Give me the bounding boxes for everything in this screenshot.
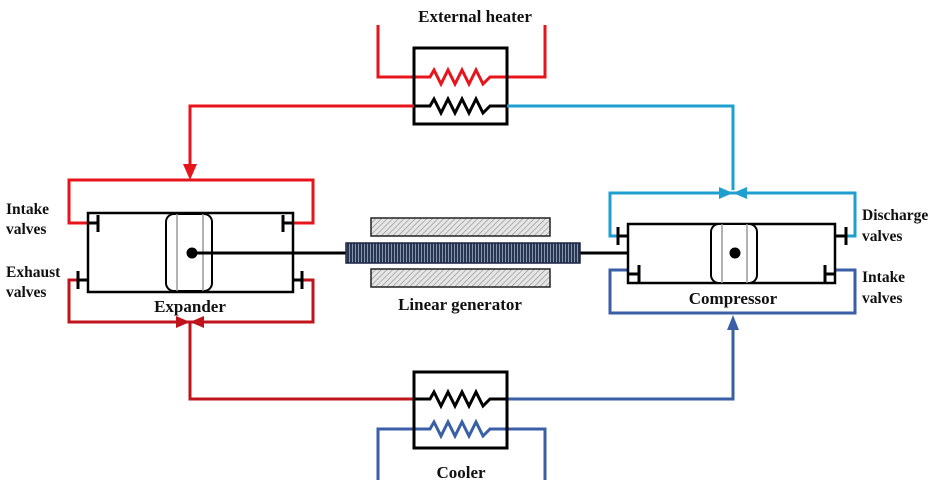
compressor-intake-valve-right: [823, 265, 835, 282]
heater-box: [412, 46, 509, 126]
compressor-discharge-valve-right: [835, 227, 848, 245]
expander-label: Expander: [154, 297, 226, 316]
compressor-intake-label-1: Intake: [862, 269, 905, 286]
expander-exhaust-valve-left: [76, 271, 88, 289]
cooler-working-coil: [414, 388, 507, 410]
compressor-discharge-valve-left: [616, 227, 628, 245]
expander-intake-valve-right: [281, 215, 293, 232]
cooler-box: [412, 370, 509, 450]
compressor-rod-joint: [729, 247, 741, 259]
arrow-up-icon: [727, 315, 739, 330]
expander-intake-valve-left: [88, 215, 100, 232]
arrow-left-icon: [190, 316, 204, 328]
heater-source-line: [376, 25, 547, 88]
compressor: Compressor: [608, 187, 857, 315]
expander-exhaust-valve-right: [293, 271, 304, 289]
compressor-intake-valve-left: [628, 265, 641, 282]
external-heater: External heater: [376, 7, 547, 126]
arrow-right-icon: [176, 316, 190, 328]
compressor-intake-label-2: valves: [862, 290, 902, 307]
generator-stator-bottom: [370, 268, 551, 288]
cooler-sink-line: [376, 418, 547, 480]
expander-intake-label-1: Intake: [6, 201, 49, 218]
cold-line-from-compressor: [507, 104, 735, 190]
cold-line-to-compressor: [507, 327, 735, 401]
heater-working-coil: [414, 95, 507, 117]
hot-line-to-expander: [188, 104, 414, 165]
arrow-right-icon: [719, 187, 733, 199]
expander-intake-manifold: [67, 178, 315, 225]
compressor-discharge-label-1: Discharge: [862, 207, 928, 224]
cooler-label: Cooler: [436, 463, 486, 482]
compressor-discharge-label-2: valves: [862, 228, 902, 245]
arrow-left-icon: [733, 187, 747, 199]
compressor-label: Compressor: [689, 289, 778, 308]
external-heater-label: External heater: [418, 7, 532, 26]
expander-rod-joint: [186, 247, 198, 259]
expander-exhaust-label-1: Exhaust: [6, 264, 61, 281]
linear-generator-label: Linear generator: [398, 295, 522, 314]
generator-stator-top: [370, 217, 551, 237]
generator-mover: [345, 242, 581, 264]
linear-generator: Linear generator: [345, 217, 581, 314]
cooler: Cooler: [376, 370, 547, 482]
arrow-down-icon: [183, 164, 197, 180]
compressor-intake-manifold: [608, 268, 857, 315]
hot-exhaust-to-cooler: [188, 322, 414, 401]
expander-exhaust-label-2: valves: [6, 284, 46, 301]
expander-intake-label-2: valves: [6, 221, 46, 238]
